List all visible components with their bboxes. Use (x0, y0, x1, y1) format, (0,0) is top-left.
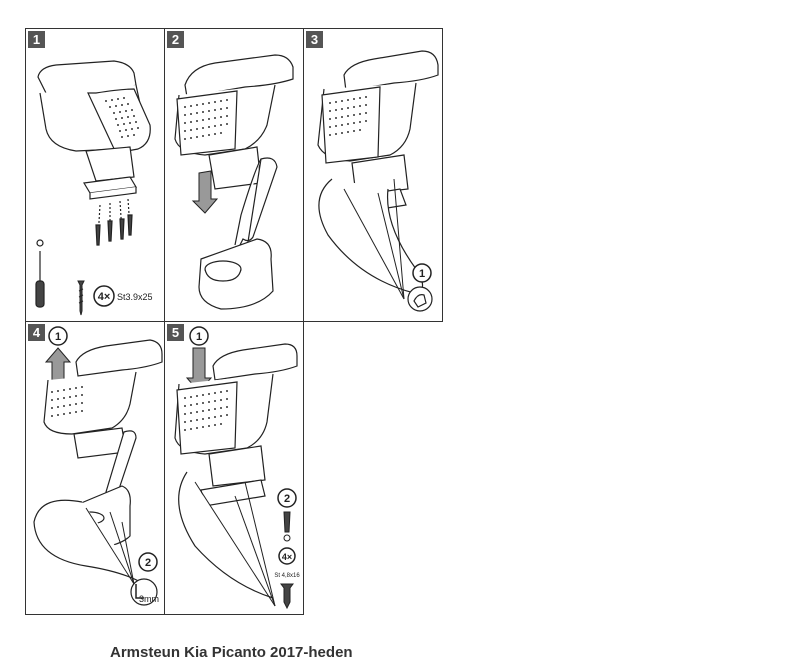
step-3-panel: 3 1 (303, 28, 443, 322)
step-5-illustration: 1 2 4× St (174, 326, 300, 610)
callout-number: 2 (284, 493, 290, 505)
step-number: 1 (28, 31, 45, 48)
armrest-base (208, 445, 266, 487)
screw-spec-label: St 4,8x16 (274, 573, 300, 579)
down-arrow-icon (191, 170, 219, 214)
armrest-lid (184, 54, 294, 98)
screw-icon (280, 583, 294, 610)
step-5-panel: 5 1 2 (164, 321, 304, 615)
step-number: 5 (167, 324, 184, 341)
callout-number: 2 (145, 557, 151, 569)
console-outline (33, 499, 145, 585)
callout-badge (138, 552, 158, 572)
console-outline (318, 178, 424, 294)
step-1-illustration: 4× St3.9x25 (35, 60, 153, 316)
armrest-side-panel (87, 88, 151, 154)
page-caption: Armsteun Kia Picanto 2017-heden (110, 644, 353, 661)
quantity-label: 4× (98, 291, 111, 303)
screwdriver-icon (35, 239, 45, 308)
dotted-texture (51, 386, 83, 417)
callout-number: 1 (196, 331, 202, 343)
handbrake-lever (234, 157, 278, 262)
step-number: 3 (306, 31, 323, 48)
step-number: 2 (167, 31, 184, 48)
step-3-illustration: 1 (317, 50, 439, 312)
quantity-badge (278, 547, 296, 565)
pointer-lines (194, 481, 276, 607)
armrest-lid (212, 343, 298, 381)
step-1-panel: 1 (25, 28, 165, 322)
armrest-lid (343, 50, 439, 92)
allen-key-icon (135, 584, 144, 599)
callout-number: 1 (419, 268, 425, 280)
step-number: 4 (28, 324, 45, 341)
quantity-badge (93, 285, 115, 307)
dotted-texture (329, 96, 367, 136)
screw-spec-label: St3.9x25 (117, 292, 153, 302)
tool-size-label: 3mm (139, 594, 159, 604)
armrest-base (85, 146, 135, 182)
callout-badge (412, 263, 432, 283)
dotted-texture (184, 390, 228, 431)
screw-icon (77, 280, 85, 316)
quantity-label: 4× (282, 552, 292, 562)
armrest-body (43, 371, 137, 435)
dotted-texture (105, 97, 139, 138)
step-4-illustration: 1 2 3mm (33, 326, 163, 606)
callout-number: 1 (55, 331, 61, 343)
step-4-panel: 4 1 2 3mm (25, 321, 165, 615)
pointer-lines (343, 178, 405, 300)
screw-icon (283, 511, 291, 542)
pointer-lines (85, 507, 135, 585)
callout-badge (189, 326, 209, 346)
callout-badge (48, 326, 68, 346)
clip-icon (413, 294, 427, 308)
mounting-screws (95, 198, 133, 246)
callout-badge (277, 488, 297, 508)
dotted-texture (184, 99, 228, 140)
step-2-panel: 2 (164, 28, 304, 322)
step-2-illustration (174, 54, 294, 310)
armrest-lid (75, 339, 163, 377)
